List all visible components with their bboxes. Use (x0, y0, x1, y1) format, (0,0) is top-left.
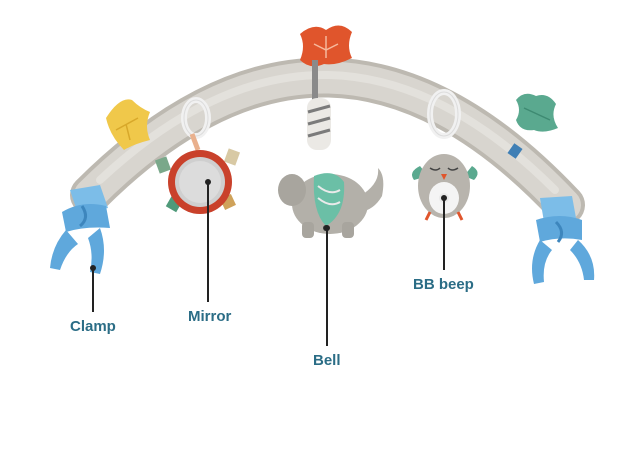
orange-leaf-decoration (300, 25, 352, 67)
callout-lines (90, 179, 447, 346)
owl-toy (412, 89, 478, 221)
teal-leaf-decoration (516, 93, 558, 132)
bell-label: Bell (313, 352, 341, 369)
mirror-label: Mirror (188, 308, 232, 325)
arch-bar (70, 57, 585, 225)
yellow-leaf-decoration (106, 99, 150, 150)
mirror-toy (154, 97, 241, 214)
right-clamp (532, 196, 595, 284)
bb-beep-label: BB beep (413, 276, 474, 293)
bell-elephant-toy (278, 60, 384, 238)
clamp-label: Clamp (70, 318, 116, 335)
left-clamp (50, 185, 110, 274)
